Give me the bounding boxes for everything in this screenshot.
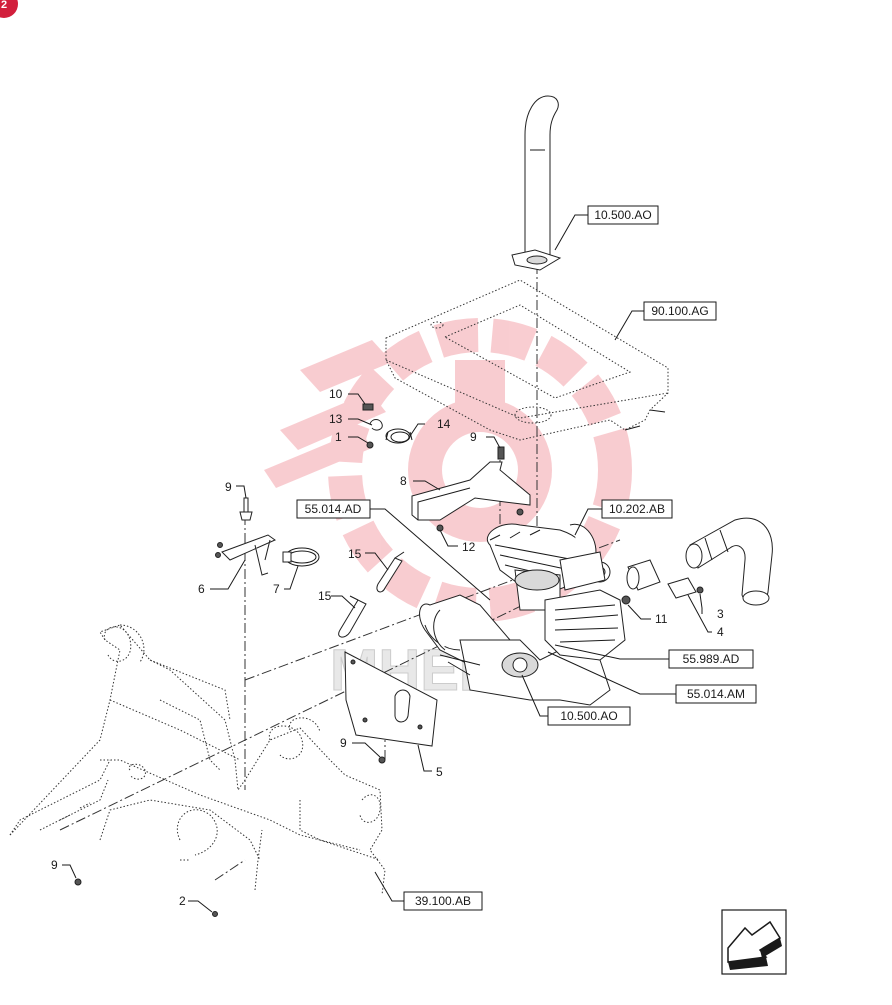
ref-box-55-014-am[interactable]: 55.014.AM bbox=[675, 684, 757, 704]
item-label-14: 14 bbox=[437, 417, 451, 431]
ref-box-label: 90.100.AG bbox=[651, 304, 708, 318]
ref-box-10-500-ao-bottom[interactable]: 10.500.AO bbox=[547, 706, 631, 726]
heat-shield-bracket-drawing bbox=[411, 446, 531, 532]
ref-box-label: 55.014.AM bbox=[687, 687, 745, 701]
ref-box-90-100-ag[interactable]: 90.100.AG bbox=[643, 301, 717, 321]
item-label-6: 6 bbox=[198, 582, 205, 596]
item-label-10: 10 bbox=[329, 387, 343, 401]
ref-box-label: 55.989.AD bbox=[683, 652, 740, 666]
item-label-1: 1 bbox=[335, 430, 342, 444]
item-label-15-upper: 15 bbox=[348, 547, 362, 561]
page-badge: 2 bbox=[0, 0, 18, 18]
ref-box-55-014-ad[interactable]: 55.014.AD bbox=[296, 499, 371, 519]
item-label-2: 2 bbox=[179, 894, 186, 908]
hood-panel-drawing bbox=[385, 279, 669, 441]
ref-box-label: 10.202.AB bbox=[609, 502, 665, 516]
clamp-hardware-drawing bbox=[362, 403, 413, 449]
page-badge-label: 2 bbox=[1, 0, 8, 11]
loader-frame-drawing bbox=[9, 624, 386, 896]
ref-box-55-989-ad[interactable]: 55.989.AD bbox=[668, 649, 754, 669]
intake-hose-drawing bbox=[621, 517, 773, 606]
item-label-4: 4 bbox=[717, 625, 724, 639]
item-label-11: 11 bbox=[655, 612, 668, 626]
ref-box-10-202-ab[interactable]: 10.202.AB bbox=[601, 499, 673, 519]
item-label-7: 7 bbox=[273, 582, 280, 596]
item-label-5: 5 bbox=[436, 765, 443, 779]
ref-box-label: 39.100.AB bbox=[415, 894, 471, 908]
item-label-8: 8 bbox=[400, 474, 407, 488]
item-label-9-mid: 9 bbox=[340, 736, 347, 750]
exhaust-aftertreatment-drawing bbox=[419, 523, 626, 706]
ref-box-label: 55.014.AD bbox=[305, 502, 362, 516]
ref-box-label: 10.500.AO bbox=[560, 709, 617, 723]
shield-plate-drawing bbox=[74, 651, 438, 917]
item-label-9-bottom: 9 bbox=[51, 858, 58, 872]
ref-box-label: 10.500.AO bbox=[594, 208, 651, 222]
item-label-3: 3 bbox=[717, 607, 724, 621]
leader-lines bbox=[62, 214, 712, 913]
item-label-12: 12 bbox=[462, 540, 476, 554]
item-label-13: 13 bbox=[329, 412, 343, 426]
u-bolt-drawing bbox=[338, 551, 405, 638]
item-label-9-left: 9 bbox=[225, 480, 232, 494]
previous-page-arrow-icon[interactable] bbox=[721, 909, 787, 975]
strap-bracket-drawing bbox=[215, 497, 320, 576]
item-label-9-upper: 9 bbox=[470, 430, 477, 444]
item-label-15-lower: 15 bbox=[318, 589, 332, 603]
ref-box-10-500-ao-top[interactable]: 10.500.AO bbox=[587, 205, 659, 225]
ref-box-39-100-ab[interactable]: 39.100.AB bbox=[403, 891, 483, 911]
exhaust-stack-drawing bbox=[511, 95, 562, 271]
